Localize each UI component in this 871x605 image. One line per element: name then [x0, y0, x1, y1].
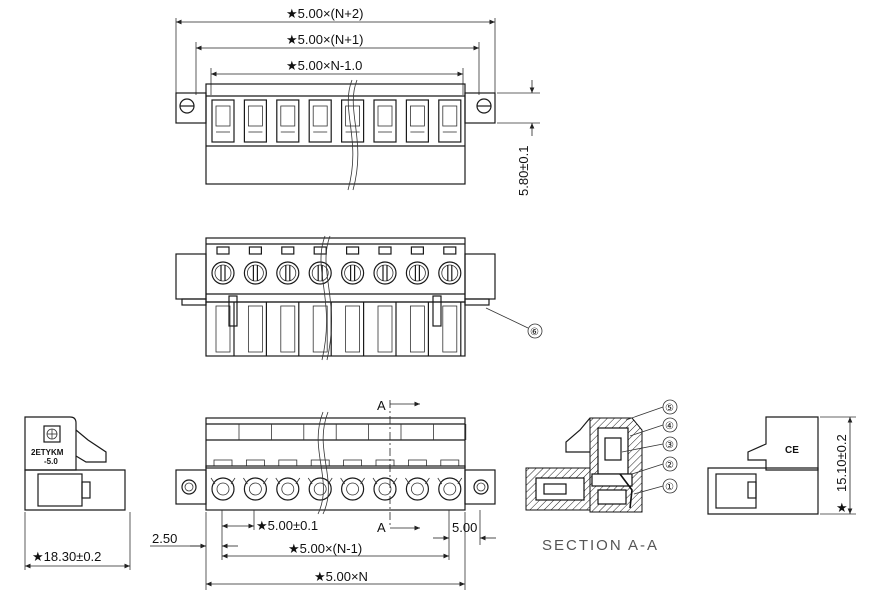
left-side-view: 2ETYKM -5.0 ★18.30±0.2 — [24, 416, 131, 570]
dim-height-15-10: 15.10±0.2 — [834, 434, 849, 492]
screw-head — [308, 261, 332, 285]
wire-entry-hole — [243, 477, 267, 501]
callout-3: ③ — [665, 440, 674, 451]
wire-entry-hole — [341, 477, 365, 501]
section-marker-a-top: A — [377, 398, 386, 413]
screw-head — [405, 261, 429, 285]
top-slot — [276, 99, 300, 143]
front-tab — [248, 246, 262, 255]
callout-6: ⑥ — [530, 327, 539, 338]
ce-mark: CE — [785, 445, 799, 456]
front-view: ⑥ — [175, 237, 543, 357]
dim-edge-5-00: 5.00 — [452, 520, 477, 535]
callout-1: ① — [665, 482, 674, 493]
section-marker-a-bottom: A — [377, 520, 386, 535]
wire-entry-hole — [276, 477, 300, 501]
dim-depth-18-30: ★18.30±0.2 — [32, 549, 101, 564]
top-slot — [211, 99, 235, 143]
wire-entry-hole — [438, 477, 462, 501]
screw-head — [211, 261, 235, 285]
front-tab — [313, 246, 327, 255]
dim-width-n-plus-1: ★5.00×(N+1) — [286, 32, 363, 47]
screw-head — [243, 261, 267, 285]
screw-head — [276, 261, 300, 285]
screw-head — [438, 261, 462, 285]
section-title: SECTION A-A — [542, 537, 659, 554]
wire-entry-hole — [211, 477, 235, 501]
dim-offset-2-50: 2.50 — [152, 531, 177, 546]
dim-width-n-minus-1-0: ★5.00×N-1.0 — [286, 58, 362, 73]
top-slot — [405, 99, 429, 143]
dim-total-n: ★5.00×N — [314, 569, 368, 584]
section-a-a-view: ⑤ ④ ③ ② ① SECTION A-A — [525, 399, 678, 554]
front-tab — [443, 246, 457, 255]
dim-height-5-80: 5.80±0.1 — [516, 145, 531, 196]
dim-pitch-n-minus-1: ★5.00×(N-1) — [288, 541, 362, 556]
right-side-view: CE 15.10±0.2 ★ — [707, 416, 856, 515]
front-tab — [346, 246, 360, 255]
screw-head — [341, 261, 365, 285]
top-slot — [243, 99, 267, 143]
front-tab — [281, 246, 295, 255]
dim-pitch: ★5.00±0.1 — [256, 518, 318, 533]
callout-2: ② — [665, 460, 674, 471]
wire-entry-hole — [308, 477, 332, 501]
screw-head — [373, 261, 397, 285]
top-slot — [308, 99, 332, 143]
front-tab — [216, 246, 230, 255]
wire-entry-hole — [373, 477, 397, 501]
front-tab — [410, 246, 424, 255]
top-slot — [373, 99, 397, 143]
dim-width-n-plus-2: ★5.00×(N+2) — [286, 6, 363, 21]
model-marking-line1: 2ETYKM — [31, 448, 64, 457]
wire-entry-hole — [405, 477, 429, 501]
model-marking-line2: -5.0 — [44, 457, 58, 466]
callout-4: ④ — [665, 421, 674, 432]
bottom-view: A A ★5.00±0.1 2.50 5.00 ★5.00×(N-1) ★5.0… — [150, 398, 496, 590]
break-lines — [317, 79, 359, 515]
top-slot — [438, 99, 462, 143]
callout-5: ⑤ — [665, 403, 674, 414]
top-view: ★5.00×(N+2) ★5.00×(N+1) ★5.00×N-1.0 5.80… — [175, 6, 540, 196]
front-tab — [378, 246, 392, 255]
star-mark: ★ — [836, 500, 848, 515]
